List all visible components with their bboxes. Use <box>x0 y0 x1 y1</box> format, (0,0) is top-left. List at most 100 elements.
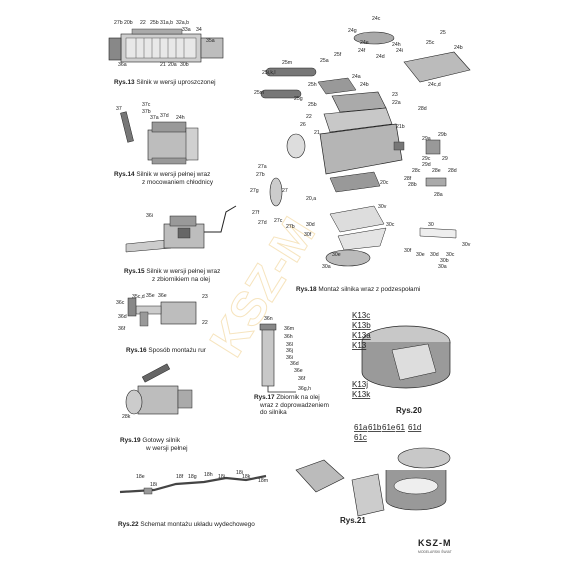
svg-text:22: 22 <box>202 320 208 326</box>
svg-text:24c,d: 24c,d <box>428 82 441 88</box>
rys19-drawing <box>125 363 193 415</box>
svg-text:32a,b: 32a,b <box>176 20 189 26</box>
svg-text:24a: 24a <box>352 74 361 80</box>
svg-text:27c: 27c <box>274 218 283 224</box>
svg-text:K13: K13 <box>352 341 367 350</box>
svg-text:22: 22 <box>306 114 312 120</box>
svg-text:61e: 61e <box>382 423 396 432</box>
svg-text:36e: 36e <box>158 293 167 299</box>
svg-text:22: 22 <box>140 20 146 26</box>
svg-text:36g,h: 36g,h <box>298 386 311 392</box>
svg-text:29c: 29c <box>422 156 431 162</box>
svg-text:18f: 18f <box>176 474 184 480</box>
svg-text:30f: 30f <box>404 248 412 254</box>
svg-text:36m: 36m <box>284 326 294 332</box>
svg-text:18h: 18h <box>204 472 213 478</box>
svg-text:61d: 61d <box>408 423 421 432</box>
svg-text:35e: 35e <box>146 293 155 299</box>
svg-text:30a: 30a <box>438 264 447 270</box>
svg-text:24i: 24i <box>396 48 403 54</box>
svg-text:27f: 27f <box>252 210 260 216</box>
svg-text:34: 34 <box>196 27 202 33</box>
rys14-drawing <box>120 111 199 165</box>
svg-text:20,a: 20,a <box>306 196 316 202</box>
svg-text:24h: 24h <box>392 42 401 48</box>
svg-text:36c: 36c <box>116 300 125 306</box>
svg-text:24c: 24c <box>372 16 381 22</box>
svg-text:20c: 20c <box>380 180 389 186</box>
svg-text:21b: 21b <box>396 124 405 130</box>
svg-text:18i: 18i <box>236 470 243 476</box>
svg-text:28a: 28a <box>434 192 443 198</box>
svg-text:K13a: K13a <box>352 331 371 340</box>
svg-text:30v: 30v <box>378 204 387 210</box>
svg-text:23: 23 <box>392 92 398 98</box>
rys22-drawing <box>119 474 267 495</box>
svg-text:21: 21 <box>160 62 166 68</box>
svg-text:25g: 25g <box>294 96 303 102</box>
svg-text:30d: 30d <box>430 252 439 258</box>
svg-text:31a,b: 31a,b <box>160 20 173 26</box>
svg-text:36l: 36l <box>286 342 293 348</box>
svg-text:27g: 27g <box>250 188 259 194</box>
svg-text:30e: 30e <box>416 252 425 258</box>
svg-text:29a: 29a <box>422 136 431 142</box>
svg-text:27a: 27a <box>258 164 267 170</box>
rys15-labels: 36i <box>146 213 153 219</box>
svg-text:24h: 24h <box>176 115 185 121</box>
rys21-labels: 61a 61b 61e 61 61d 61c <box>354 423 421 442</box>
svg-text:27: 27 <box>282 188 288 194</box>
svg-text:28f: 28f <box>404 176 412 182</box>
svg-text:20a: 20a <box>168 62 177 68</box>
caption-rys20: Rys.20 <box>396 406 422 415</box>
svg-text:36j: 36j <box>286 348 293 354</box>
svg-text:61a: 61a <box>354 423 368 432</box>
svg-text:30c: 30c <box>386 222 395 228</box>
caption-rys17: Rys.17 Zbiornik na olej wraz z doprowadz… <box>254 394 329 417</box>
svg-text:25a: 25a <box>320 58 329 64</box>
rys15-drawing <box>125 205 237 253</box>
svg-text:29b: 29b <box>438 132 447 138</box>
svg-text:18i: 18i <box>150 482 157 488</box>
svg-text:35a: 35a <box>206 38 215 44</box>
svg-text:K13j: K13j <box>352 380 368 389</box>
svg-text:30b: 30b <box>180 62 189 68</box>
svg-text:26: 26 <box>300 122 306 128</box>
rys20-labels: K13c K13b K13a K13 K13j K13k <box>352 311 371 399</box>
svg-text:30f: 30f <box>304 232 312 238</box>
rys16-drawing <box>127 297 197 327</box>
svg-text:36d: 36d <box>290 361 299 367</box>
svg-text:25b: 25b <box>308 102 317 108</box>
rys19-labels: 28k <box>122 414 131 420</box>
svg-text:61b: 61b <box>368 423 382 432</box>
svg-text:18m: 18m <box>258 478 268 484</box>
svg-text:37b: 37b <box>142 109 151 115</box>
svg-text:27b: 27b <box>114 20 123 26</box>
svg-text:61: 61 <box>396 423 405 432</box>
svg-text:30d: 30d <box>306 222 315 228</box>
svg-text:36i: 36i <box>146 213 153 219</box>
svg-text:30a: 30a <box>322 264 331 270</box>
svg-text:25: 25 <box>440 30 446 36</box>
caption-rys15: Rys.15 Silnik w wersji pełnej wraz z zbi… <box>124 268 221 283</box>
brand-subtitle: MODELARSKI ŚWIAT <box>418 550 452 554</box>
svg-text:37a: 37a <box>150 115 159 121</box>
svg-text:24d: 24d <box>376 54 385 60</box>
caption-rys19: Rys.19 Gotowy silnik w wersji pełnej <box>120 437 188 452</box>
svg-text:27b: 27b <box>256 172 265 178</box>
svg-text:30: 30 <box>428 222 434 228</box>
svg-text:30e: 30e <box>332 252 341 258</box>
svg-text:K13k: K13k <box>352 390 371 399</box>
svg-text:25c: 25c <box>426 40 435 46</box>
svg-text:61c: 61c <box>354 433 367 442</box>
svg-text:24b: 24b <box>454 45 463 51</box>
svg-text:36a: 36a <box>118 62 127 68</box>
svg-text:21: 21 <box>314 130 320 136</box>
svg-text:28b: 28b <box>408 182 417 188</box>
